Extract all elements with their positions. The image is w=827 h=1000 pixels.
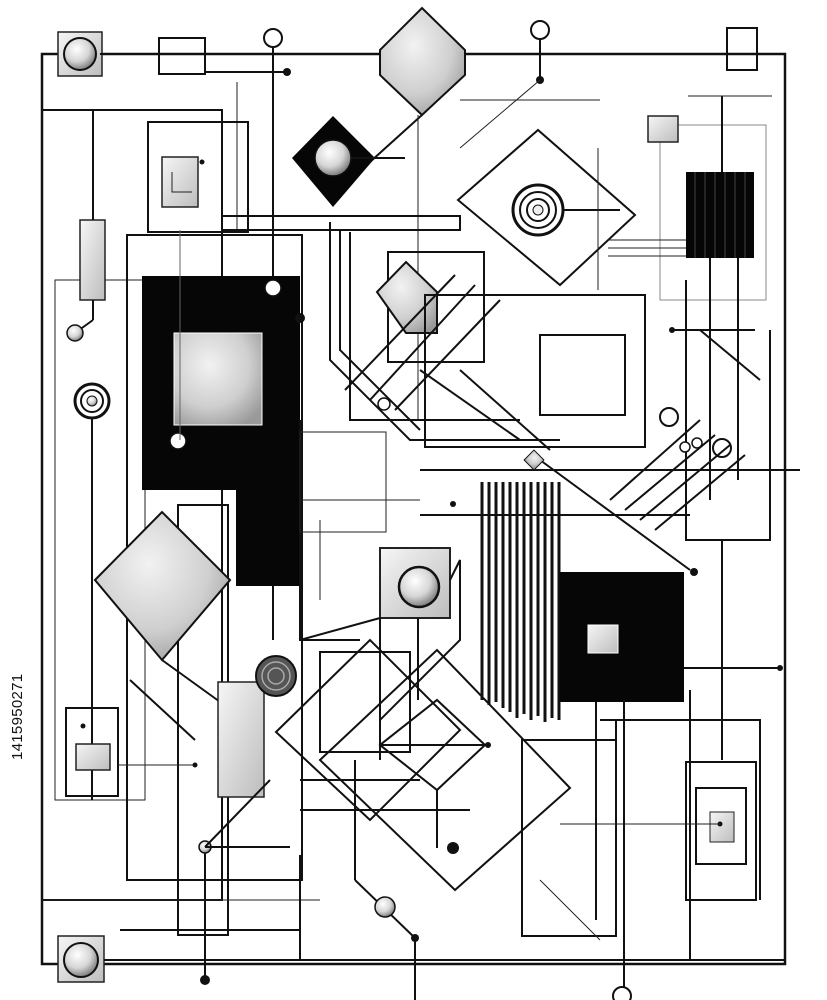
bottom-connectors: [104, 855, 785, 961]
spiral-sphere-lower-left: [255, 655, 297, 697]
lower-overlapping-diamonds: [274, 638, 572, 1000]
middle-circuit-frames: [221, 215, 646, 641]
bottom-left-connectors: [42, 779, 320, 985]
diagonal-bus-lines: [420, 419, 800, 576]
black-block-left: [142, 230, 305, 586]
lower-right-frames: [521, 700, 761, 1000]
center-striped-block: [480, 482, 561, 722]
black-diamond-node: [292, 116, 405, 207]
grey-diamond-left: [93, 510, 232, 662]
tilted-diamond-spiral: [456, 128, 637, 290]
concentric-ring-left: [73, 382, 111, 800]
outer-frames: [40, 52, 787, 966]
image-id-caption: 1415950271: [9, 673, 26, 760]
left-upper-frames: [66, 110, 249, 342]
black-square-right: [560, 540, 783, 960]
left-bottom-box: [65, 681, 265, 798]
right-striped-panel: [608, 95, 772, 541]
grey-hexagon: [379, 6, 466, 117]
center-sphere-square: [299, 547, 461, 760]
corner-nodes: [57, 27, 758, 983]
